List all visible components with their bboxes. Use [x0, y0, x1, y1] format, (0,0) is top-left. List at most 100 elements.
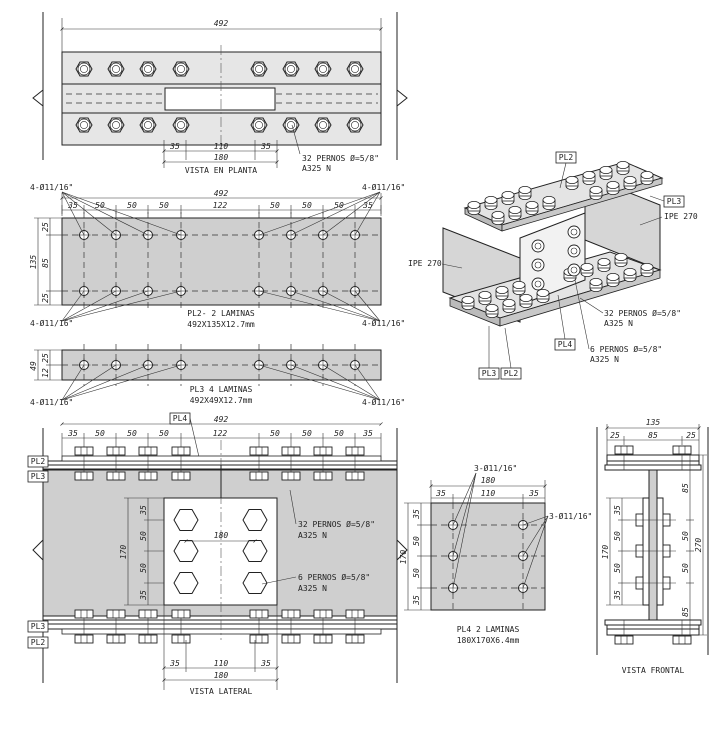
iso-web-bolt-core [534, 242, 542, 250]
pl2-leader-tl [61, 191, 149, 236]
plan-dim-35-left: 35 [169, 142, 180, 151]
front-flange-bolt-bottom [672, 635, 692, 645]
lat-dim-top-2: 50 [95, 429, 105, 438]
lat-bolt-bottom [138, 634, 158, 644]
pl2-hole-note-tl: 4-Ø11/16" [30, 182, 73, 192]
pl2-dim-top-1: 35 [67, 201, 78, 210]
iso-web-bolt [567, 263, 581, 277]
lat-bolt-bottom-nut [74, 609, 94, 619]
iso-tag-pl4: PL4 [558, 340, 573, 349]
iso-tag-ipe-right: IPE 270 [664, 212, 698, 221]
pl2-dim-top-8: 50 [334, 201, 344, 210]
front-dim-left-1: 35 [613, 505, 622, 516]
iso-top-bolt-top [484, 195, 498, 204]
lat-dim-top-8: 50 [334, 429, 344, 438]
lat-dim-total: 492 [214, 415, 229, 424]
pl4-dim-left-1: 35 [412, 509, 421, 520]
plan-bolt-nut [107, 61, 125, 77]
iso-bottom-bolt-top [495, 285, 509, 294]
plan-bolt-note: 32 PERNOS Ø=5/8" [302, 153, 379, 163]
iso-bottom-bolt-top [589, 277, 603, 286]
iso-bottom-bolt-top [519, 293, 533, 302]
front-dim-top-1: 25 [610, 431, 620, 440]
iso-top-bolt-top [508, 205, 522, 214]
iso-bottom-bolt-top [461, 295, 475, 304]
pl4-title: PL4 2 LAMINAS [457, 625, 520, 634]
iso-top-bolt-top [640, 170, 654, 179]
plan-bolt-nut [250, 117, 268, 133]
plan-bolt-nut [250, 61, 268, 77]
front-view: 135 25 85 25 170 35 50 50 35 [596, 418, 709, 675]
plan-view: 492 35 110 35 180 VISTA EN PLANTA 32 PER… [32, 12, 408, 175]
iso-top-bolt-top [565, 175, 579, 184]
pl3-leader-left [61, 364, 85, 401]
lat-dim-top-7: 50 [302, 429, 312, 438]
pl2-dim-side-1: 25 [41, 222, 50, 232]
lat-bolt-bottom [106, 634, 126, 644]
iso-top-bolt-top [582, 170, 596, 179]
pl2-leader-bl [61, 290, 182, 322]
lat-dim-left-4: 35 [139, 590, 148, 601]
iso-web-bolt [531, 277, 545, 291]
pl2-hole-note-bl: 4-Ø11/16" [30, 318, 73, 328]
lat-tag-pl2-top: PL2 [31, 457, 46, 466]
pl2-dim-top-4: 50 [159, 201, 169, 210]
lat-bolt-top [74, 446, 94, 456]
isometric-view: PL2 PL3 IPE 270 IPE 270 32 PERNOS Ø=5/8"… [408, 151, 698, 380]
lateral-view-title: VISTA LATERAL [190, 687, 253, 696]
pl2-leader-tr [322, 191, 381, 236]
iso-bottom-bolt-top [485, 303, 499, 312]
front-dim-right-2: 50 [681, 531, 690, 541]
front-dim-right-3: 50 [681, 563, 690, 573]
pl2-leader-br [290, 290, 381, 322]
pl2-dim-side-3: 25 [41, 293, 50, 303]
pl3-dim-49: 49 [29, 361, 38, 371]
front-dim-right-4: 85 [681, 607, 690, 617]
front-dim-left-2: 50 [613, 531, 622, 541]
front-dim-270: 270 [694, 538, 703, 553]
front-dim-top-2: 85 [648, 431, 658, 440]
lat-bolt-top-nut [138, 471, 158, 481]
pl3-hole-note-left: 4-Ø11/16" [30, 397, 73, 407]
lat-bolt-top [106, 446, 126, 456]
iso-web-bolt-core [534, 261, 542, 269]
pl3-dim-25: 25 [41, 353, 50, 363]
iso-tag-pl2-bottom: PL2 [504, 369, 519, 378]
lat-dim-left-3: 50 [139, 563, 148, 573]
pl4-plate-view: 180 35 110 35 170 35 50 50 35 3-Ø11/16" … [399, 463, 592, 645]
front-view-title: VISTA FRONTAL [622, 666, 685, 675]
lat-bolt-bottom [249, 634, 269, 644]
lat-tag-pl3-bottom: PL3 [31, 622, 46, 631]
lat-bolt32-grade: A325 N [298, 531, 327, 540]
lat-bolt-bottom-nut [281, 609, 301, 619]
lat-bolt-top [249, 446, 269, 456]
lat-bolt-top-nut [106, 471, 126, 481]
lat-bolt-bottom [171, 634, 191, 644]
lat-bolt-bottom-nut [106, 609, 126, 619]
pl2-dim-top-3: 50 [127, 201, 137, 210]
pl2-leader-br [322, 290, 381, 322]
front-flange-bolt-bottom [614, 635, 634, 645]
pl2-leader-bl [61, 290, 117, 322]
plan-bolt-nut [346, 61, 364, 77]
iso-top-bolt-top [525, 200, 539, 209]
pl2-size: 492X135X12.7mm [187, 320, 255, 329]
iso-top-bolt-top [616, 160, 630, 169]
plan-bolt-grade: A325 N [302, 164, 331, 173]
front-flange-bolt-top [672, 445, 692, 455]
iso-bottom-bolt-top [536, 288, 550, 297]
iso-web-bolt-core [570, 228, 578, 236]
pl2-dim-top-6: 50 [270, 201, 280, 210]
plan-bolt-nut [346, 117, 364, 133]
iso-bottom-bolt-top [580, 262, 594, 271]
pl2-dim-total: 492 [214, 189, 229, 198]
lat-tag-pl3-top: PL3 [31, 472, 46, 481]
lat-bolt-bottom-nut [313, 609, 333, 619]
front-dim-right-1: 85 [681, 483, 690, 493]
iso-top-bolt-top [606, 180, 620, 189]
lat-dim-bottom-1: 35 [169, 659, 180, 668]
lat-bolt-top [138, 446, 158, 456]
lat-bolt-top-nut [249, 471, 269, 481]
iso-tag-pl3-bottom: PL3 [482, 369, 497, 378]
